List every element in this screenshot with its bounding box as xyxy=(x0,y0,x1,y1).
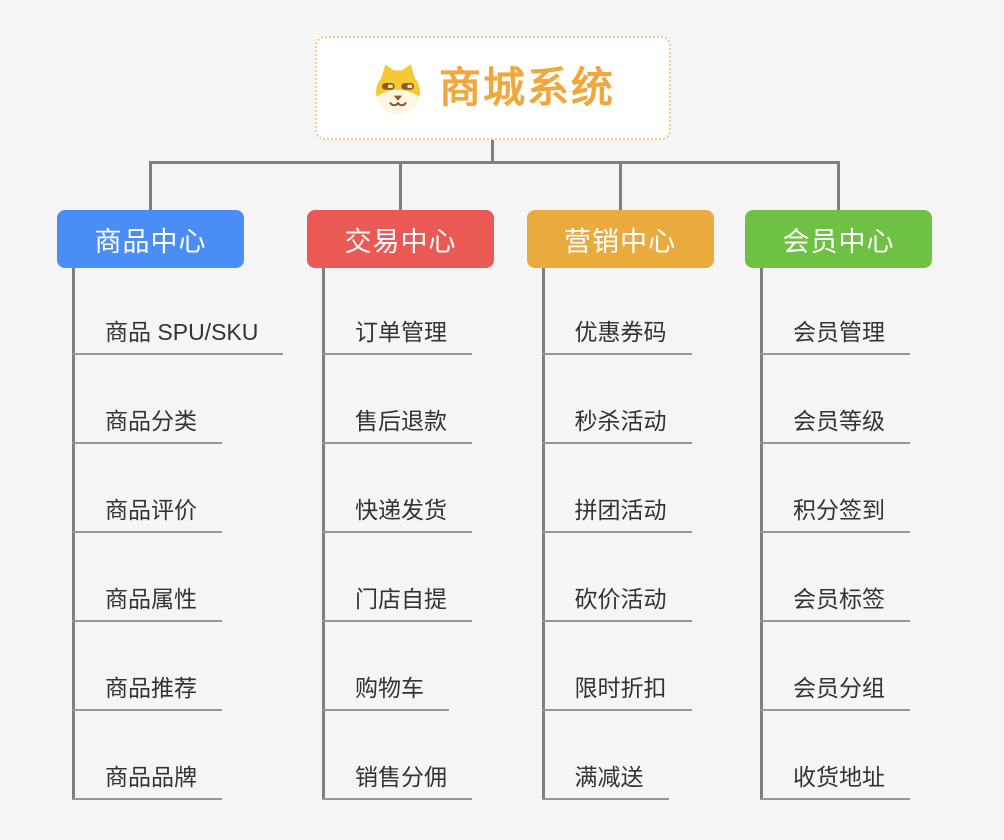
branch-node-3[interactable]: 营销中心 xyxy=(526,210,714,268)
child-node[interactable]: 积分签到 xyxy=(760,496,910,533)
connector-drop xyxy=(399,161,402,211)
connector-drop xyxy=(837,161,840,211)
child-node[interactable]: 会员等级 xyxy=(760,407,910,444)
connector-child-line xyxy=(541,268,545,800)
connector-drop xyxy=(618,161,622,211)
branch-node-2[interactable]: 交易中心 xyxy=(307,210,494,268)
branch-node-4[interactable]: 会员中心 xyxy=(745,210,932,268)
child-node[interactable]: 商品属性 xyxy=(72,585,222,622)
child-node[interactable]: 秒杀活动 xyxy=(541,407,692,444)
child-node[interactable]: 会员分组 xyxy=(760,674,910,711)
child-node[interactable]: 购物车 xyxy=(322,674,449,711)
child-node[interactable]: 拼团活动 xyxy=(541,496,692,533)
child-node[interactable]: 满减送 xyxy=(541,763,669,800)
connector-child-line xyxy=(72,268,75,800)
child-node[interactable]: 会员标签 xyxy=(760,585,910,622)
child-node[interactable]: 优惠券码 xyxy=(541,318,692,355)
child-node[interactable]: 商品 SPU/SKU xyxy=(72,318,284,355)
child-node[interactable]: 快递发货 xyxy=(322,496,472,533)
child-node[interactable]: 商品品牌 xyxy=(72,763,222,800)
root-node[interactable]: 商城系统 xyxy=(315,36,671,140)
root-title: 商城系统 xyxy=(438,64,615,111)
connector-drop xyxy=(149,161,152,211)
child-node[interactable]: 商品分类 xyxy=(72,407,222,444)
branch-node-1[interactable]: 商品中心 xyxy=(57,210,244,268)
dog-face-icon xyxy=(371,61,425,115)
child-node[interactable]: 收货地址 xyxy=(760,763,910,800)
connector-root-stub xyxy=(491,139,494,163)
connector-child-line xyxy=(760,268,763,800)
connector-child-line xyxy=(322,268,325,800)
child-node[interactable]: 售后退款 xyxy=(322,407,472,444)
child-node[interactable]: 销售分佣 xyxy=(322,763,472,800)
child-node[interactable]: 商品评价 xyxy=(72,496,222,533)
child-node[interactable]: 商品推荐 xyxy=(72,674,222,711)
child-node[interactable]: 会员管理 xyxy=(760,318,910,355)
child-node[interactable]: 门店自提 xyxy=(322,585,472,622)
child-node[interactable]: 砍价活动 xyxy=(541,585,692,622)
child-node[interactable]: 限时折扣 xyxy=(541,674,692,711)
child-node[interactable]: 订单管理 xyxy=(322,318,472,355)
connector-bus xyxy=(149,161,840,164)
